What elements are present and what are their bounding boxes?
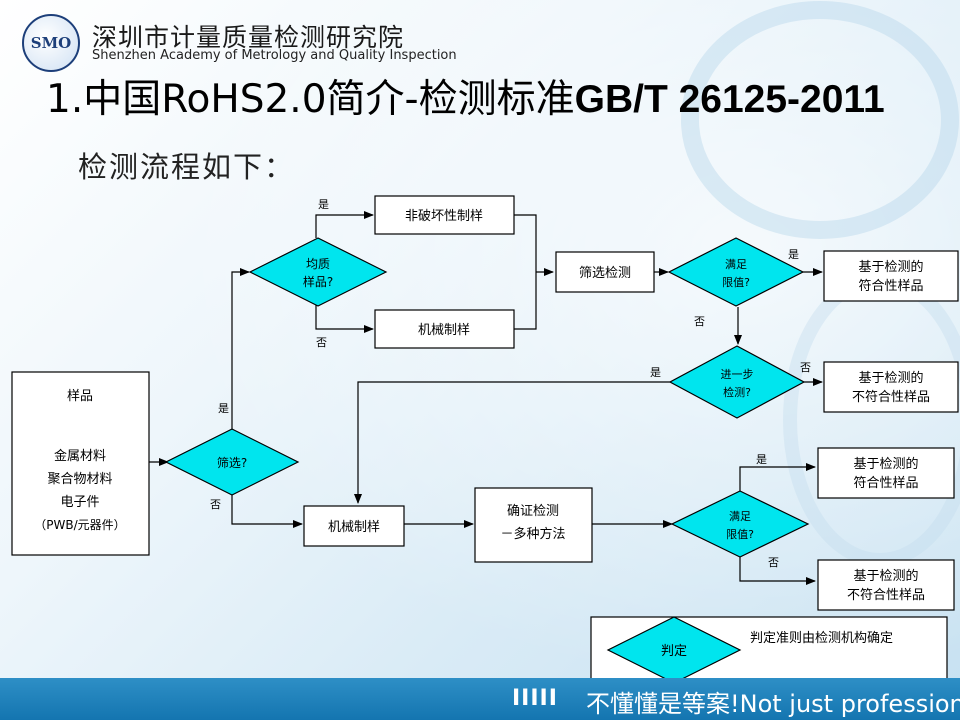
further-test-decision: 进一步 检测? xyxy=(668,345,806,419)
screen-decision: 筛选? xyxy=(164,428,300,496)
org-name-en: Shenzhen Academy of Metrology and Qualit… xyxy=(92,48,457,63)
noncompliant-mid-box: 基于检测的 不符合性样品 xyxy=(823,361,959,413)
sample-item: 聚合物材料 xyxy=(47,472,112,487)
sample-box: 样品 金属材料 聚合物材料 电子件 （PWB/元器件） xyxy=(11,371,150,556)
mechanical-prep-bottom-box: 机械制样 xyxy=(303,505,405,547)
yes-label: 是 xyxy=(650,366,661,379)
no-label: 否 xyxy=(768,556,779,569)
sample-item: 金属材料 xyxy=(54,448,106,464)
footer-slogan: 不懂懂是等案!Not just professional! xyxy=(586,690,960,718)
screening-test-box: 筛选检测 xyxy=(555,251,655,293)
nondestructive-prep-box: 非破坏性制样 xyxy=(374,195,515,235)
sample-item: 电子件 xyxy=(60,495,99,510)
footer-bar: IIIII 不懂懂是等案!Not just professional! xyxy=(0,678,960,720)
no-label: 否 xyxy=(210,498,221,511)
compliant-bottom-line: 基于检测的 xyxy=(853,456,918,472)
homogeneous-label-line: 样品? xyxy=(303,274,333,289)
confirm-test-line: －多种方法 xyxy=(500,526,565,542)
meets-limit-bottom-line: 限值? xyxy=(726,528,754,541)
footer-bars: IIIII xyxy=(512,686,558,711)
no-label: 否 xyxy=(800,361,811,374)
mechanical-prep-top-box: 机械制样 xyxy=(374,309,515,349)
no-label: 否 xyxy=(316,336,327,349)
further-test-line: 检测? xyxy=(723,385,751,399)
meets-limit-top-line: 满足 xyxy=(725,258,747,271)
yes-label: 是 xyxy=(218,402,229,415)
title-standard: GB/T 26125-2011 xyxy=(574,78,885,121)
sample-item: （PWB/元器件） xyxy=(34,518,125,532)
mechanical-prep-bottom-label: 机械制样 xyxy=(328,520,380,535)
connectors xyxy=(149,211,823,585)
homogeneous-decision: 均质 样品? xyxy=(248,237,388,307)
noncompliant-mid-line: 基于检测的 xyxy=(858,370,923,386)
meets-limit-top-line: 限值? xyxy=(722,276,750,289)
no-label: 否 xyxy=(694,315,705,328)
title-prefix: 1.中国RoHS2.0简介-检测标准 xyxy=(46,77,575,122)
noncompliant-bottom-line: 不符合性样品 xyxy=(847,587,925,603)
sample-title: 样品 xyxy=(67,389,93,404)
noncompliant-bottom-line: 基于检测的 xyxy=(853,568,918,584)
homogeneous-label-line: 均质 xyxy=(306,257,330,271)
legend-decision-label: 判定 xyxy=(661,644,687,659)
compliant-top-line: 基于检测的 xyxy=(858,259,923,275)
compliant-top-box: 基于检测的 符合性样品 xyxy=(823,250,959,302)
meets-limit-bottom-decision: 满足 限值? xyxy=(670,490,810,558)
org-name-cn: 深圳市计量质量检测研究院 xyxy=(92,23,405,52)
meets-limit-bottom-line: 满足 xyxy=(729,510,751,523)
yes-label: 是 xyxy=(756,453,767,466)
meets-limit-top-decision: 满足 限值? xyxy=(667,237,805,307)
screen-decision-label: 筛选? xyxy=(217,455,247,470)
logo-text: SMO xyxy=(30,34,72,52)
yes-label: 是 xyxy=(318,198,329,211)
compliant-bottom-line: 符合性样品 xyxy=(853,475,918,491)
confirm-test-box: 确证检测 －多种方法 xyxy=(474,487,593,563)
logo: SMO xyxy=(22,14,80,72)
further-test-line: 进一步 xyxy=(721,368,754,381)
branch-labels: 是 否 是 否 是 否 是 否 是 否 xyxy=(210,198,811,569)
page-title: 1.中国RoHS2.0简介-检测标准GB/T 26125-2011 xyxy=(46,68,885,124)
yes-label: 是 xyxy=(788,248,799,261)
legend-description: 判定准则由检测机构确定 xyxy=(750,631,893,646)
screening-test-label: 筛选检测 xyxy=(579,266,631,281)
nondestructive-prep-label: 非破坏性制样 xyxy=(405,209,483,224)
confirm-test-line: 确证检测 xyxy=(507,504,559,519)
mechanical-prep-top-label: 机械制样 xyxy=(418,323,470,338)
noncompliant-mid-line: 不符合性样品 xyxy=(852,389,930,405)
noncompliant-bottom-box: 基于检测的 不符合性样品 xyxy=(817,559,955,611)
compliant-top-line: 符合性样品 xyxy=(858,278,923,294)
compliant-bottom-box: 基于检测的 符合性样品 xyxy=(817,447,955,499)
page-subtitle: 检测流程如下： xyxy=(78,150,296,184)
